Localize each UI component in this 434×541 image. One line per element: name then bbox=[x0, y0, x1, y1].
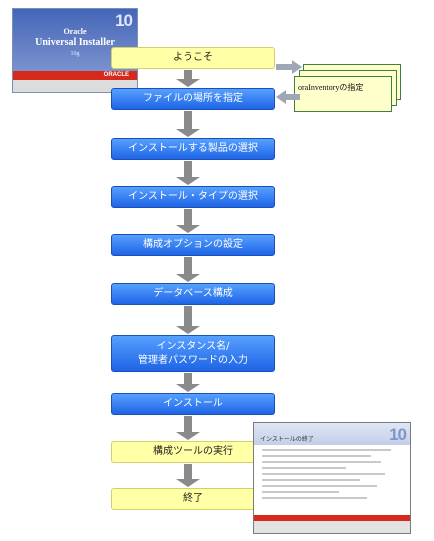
flow-step: インストール bbox=[111, 393, 275, 415]
flow-arrow bbox=[173, 161, 203, 185]
end-screen-button-bar bbox=[254, 521, 410, 533]
splash-brand-line: Oracle bbox=[13, 27, 137, 36]
flow-arrow bbox=[173, 111, 203, 137]
end-screen-text-lines bbox=[262, 449, 402, 503]
flow-step: 構成ツールの実行 bbox=[111, 441, 275, 463]
flow-arrow bbox=[173, 306, 203, 334]
flow-step: インスタンス名/ 管理者パスワードの入力 bbox=[111, 335, 275, 372]
flow-step: ファイルの場所を指定 bbox=[111, 88, 275, 110]
flow-step: インストールする製品の選択 bbox=[111, 138, 275, 160]
flow-arrow bbox=[173, 257, 203, 282]
flow-step: データベース構成 bbox=[111, 283, 275, 305]
flow-step: 終了 bbox=[111, 488, 275, 510]
flow-arrow bbox=[173, 464, 203, 487]
splash-oracle-logo: ORACLE bbox=[104, 71, 129, 80]
flow-arrow bbox=[173, 209, 203, 233]
flow-arrow bbox=[173, 416, 203, 440]
flow-step: 構成オプションの設定 bbox=[111, 234, 275, 256]
side-connector-svg bbox=[270, 52, 310, 112]
inventory-label: oraInventoryの指定 bbox=[298, 82, 394, 93]
flow-step: ようこそ bbox=[111, 47, 275, 69]
flow-step: インストール・タイプの選択 bbox=[111, 186, 275, 208]
flow-arrow bbox=[173, 373, 203, 392]
flow-arrow bbox=[173, 70, 203, 87]
end-screen-title: インストールの終了 bbox=[260, 434, 314, 443]
end-screen-version: 10 bbox=[389, 425, 406, 445]
connector-arrow-in bbox=[276, 90, 300, 104]
connector-arrow-out bbox=[276, 60, 302, 74]
install-end-screenshot: インストールの終了 10 bbox=[253, 422, 411, 534]
